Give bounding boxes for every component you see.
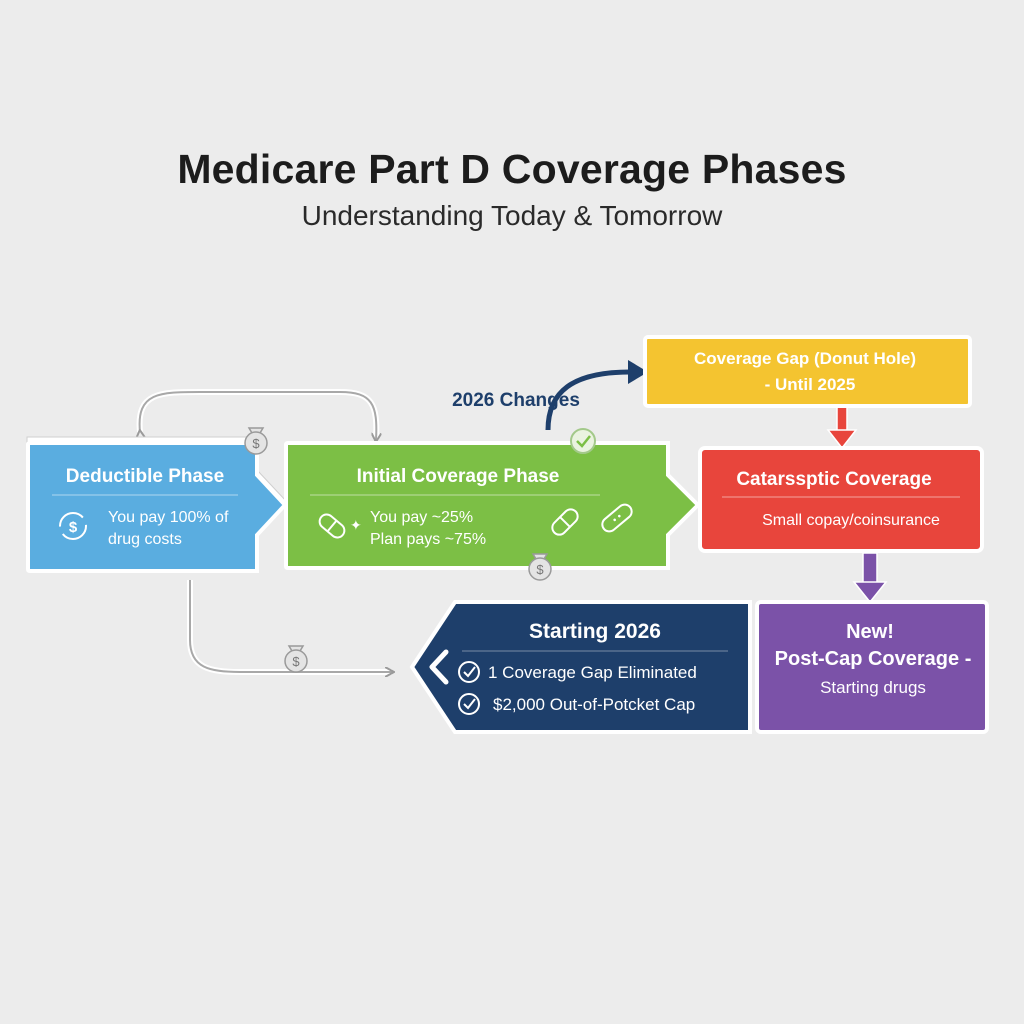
starting-2026-item1: 1 Coverage Gap Eliminated — [488, 663, 697, 682]
chevron-left-icon — [429, 649, 449, 685]
catastrophic-to-postcap-arrow — [852, 552, 888, 604]
initial-coverage-phase-title: Initial Coverage Phase — [357, 466, 560, 487]
starting-2026-item2: $2,000 Out-of-Potcket Cap — [493, 695, 695, 714]
initial-coverage-phase-line2: Plan pays ~75% — [370, 531, 486, 548]
initial-coverage-phase-shape — [284, 441, 701, 570]
check-circle-icon — [458, 661, 480, 683]
starting-2026-shape — [409, 600, 752, 734]
starting-2026-title: Starting 2026 — [529, 620, 661, 643]
changes-label: 2026 Changes — [452, 390, 580, 411]
svg-text:$: $ — [536, 562, 544, 577]
check-circle-icon — [570, 428, 596, 454]
deductible-phase-box: Deductible Phase $ You pay 100% of drug … — [26, 436, 288, 573]
pill-icon — [318, 513, 346, 539]
post-cap-coverage-box: New! Post-Cap Coverage - Starting drugs — [755, 600, 989, 734]
money-bag-icon: $ — [284, 645, 308, 673]
post-cap-coverage-title: Post-Cap Coverage - — [775, 648, 972, 670]
sparkle-icon: ✦ — [350, 517, 362, 533]
post-cap-coverage-line: Starting drugs — [820, 678, 926, 697]
coverage-gap-line1: Coverage Gap (Donut Hole) — [694, 349, 916, 368]
catastrophic-coverage-box: Catarssptic Coverage Small copay/coinsur… — [698, 446, 984, 553]
initial-coverage-phase-line1: You pay ~25% — [370, 509, 473, 526]
catastrophic-coverage-line1: Small copay/coinsurance — [762, 512, 940, 529]
svg-text:$: $ — [69, 519, 78, 536]
starting-2026-box: Starting 2026 1 Coverage Gap Eliminated … — [409, 600, 752, 734]
money-bag-icon: $ — [528, 553, 552, 581]
money-bag-icon: $ — [244, 427, 268, 455]
page-title: Medicare Part D Coverage Phases — [177, 146, 847, 192]
svg-text:$: $ — [292, 654, 300, 669]
deductible-phase-line1: You pay 100% of — [108, 509, 229, 526]
initial-coverage-phase-box: Initial Coverage Phase ✦ You pay ~25% Pl… — [284, 441, 701, 570]
deductible-phase-title: Deductible Phase — [66, 466, 224, 487]
bandage-icon — [601, 503, 633, 533]
catastrophic-coverage-title: Catarssptic Coverage — [736, 469, 931, 490]
coverage-gap-box: Coverage Gap (Donut Hole) - Until 2025 — [643, 335, 972, 408]
page-subtitle: Understanding Today & Tomorrow — [301, 200, 723, 231]
deductible-phase-line2: drug costs — [108, 531, 182, 548]
svg-text:$: $ — [252, 436, 260, 451]
post-cap-new-label: New! — [846, 621, 894, 643]
changes-arrow — [545, 369, 631, 431]
deductible-phase-shape — [26, 441, 288, 573]
coverage-gap-line2: - Until 2025 — [765, 375, 856, 394]
dollar-cycle-icon: $ — [59, 512, 87, 540]
pill-icon — [551, 508, 579, 536]
gap-to-catastrophic-arrow — [826, 404, 858, 450]
check-circle-icon — [458, 693, 480, 715]
